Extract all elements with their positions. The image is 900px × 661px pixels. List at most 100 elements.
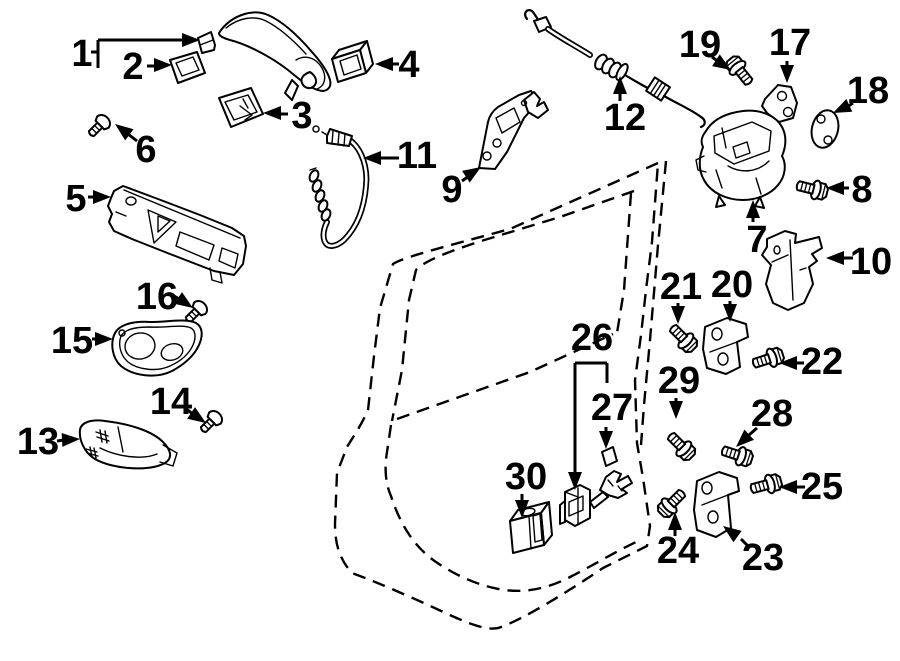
callout-19: 19 <box>679 24 731 70</box>
callout-12: 12 <box>604 76 646 139</box>
arrowhead-icon <box>115 124 134 141</box>
callout-number-12: 12 <box>604 97 646 139</box>
callout-13: 13 <box>17 421 80 463</box>
arrowhead-icon <box>671 306 685 324</box>
part-lock-bracket <box>761 230 823 311</box>
callout-number-1: 1 <box>71 33 92 75</box>
arrowhead-icon <box>61 432 80 447</box>
part-lock-cable-rear <box>524 9 706 129</box>
part-outside-handle <box>197 11 332 101</box>
door-edge-seam <box>639 160 668 446</box>
callout-24: 24 <box>657 512 699 572</box>
part-wire-junction-box <box>509 501 553 554</box>
arrowhead-icon <box>779 480 797 494</box>
arrowhead-icon <box>746 200 760 218</box>
part-check-wedge <box>601 446 618 467</box>
arrowhead-icon <box>736 429 754 447</box>
callout-number-7: 7 <box>746 219 767 261</box>
callout-4: 4 <box>375 44 420 86</box>
callout-number-18: 18 <box>847 70 889 112</box>
arrowhead-icon <box>780 65 794 83</box>
arrowhead-icon <box>779 356 797 370</box>
door-inner-panel-edge <box>384 424 637 593</box>
callout-number-21: 21 <box>660 266 702 308</box>
part-bolt-22 <box>749 344 787 374</box>
leader-line <box>739 537 750 548</box>
window-frame-inner <box>390 189 635 422</box>
part-handle-carrier <box>107 185 247 284</box>
callout-number-16: 16 <box>136 276 178 318</box>
arrowhead-icon <box>723 304 737 322</box>
callout-10: 10 <box>826 241 892 283</box>
part-striker-shim <box>810 109 840 149</box>
callout-number-14: 14 <box>150 381 192 423</box>
callout-3: 3 <box>263 95 313 137</box>
callout-number-10: 10 <box>850 241 892 283</box>
callout-number-20: 20 <box>711 264 753 306</box>
part-door-lock <box>695 109 787 209</box>
leader-line <box>127 132 138 143</box>
callout-28: 28 <box>736 393 793 447</box>
arrowhead-icon <box>712 54 731 70</box>
part-lower-hinge-bracket <box>693 471 740 538</box>
callout-number-28: 28 <box>751 393 793 435</box>
arrowhead-icon <box>515 500 529 518</box>
callout-26: 26 <box>568 317 613 490</box>
arrowhead-icon <box>93 190 111 204</box>
callout-number-30: 30 <box>505 456 547 498</box>
callout-number-2: 2 <box>122 46 143 88</box>
callout-5: 5 <box>65 178 111 220</box>
callout-number-15: 15 <box>51 320 93 362</box>
arrowhead-icon <box>95 332 113 346</box>
arrowhead-icon <box>833 99 853 113</box>
callout-number-11: 11 <box>397 135 437 177</box>
callout-number-23: 23 <box>742 537 784 579</box>
part-screw-14 <box>195 407 226 438</box>
callout-number-8: 8 <box>851 169 872 211</box>
callout-number-5: 5 <box>65 178 86 220</box>
callout-25: 25 <box>779 466 843 508</box>
callout-number-17: 17 <box>769 22 811 64</box>
callout-number-27: 27 <box>591 387 633 429</box>
callout-number-19: 19 <box>679 24 721 66</box>
callout-number-4: 4 <box>398 44 419 86</box>
callout-11: 11 <box>363 135 437 177</box>
arrowhead-icon <box>363 151 381 165</box>
part-screw-6 <box>83 111 114 142</box>
arrowhead-icon <box>826 181 844 195</box>
callout-number-6: 6 <box>135 129 156 171</box>
callout-number-26: 26 <box>571 317 613 359</box>
part-bolt-25 <box>747 470 785 500</box>
part-upper-hinge-bracket <box>702 317 749 375</box>
callout-18: 18 <box>833 70 889 113</box>
callout-7: 7 <box>746 200 768 261</box>
callout-21: 21 <box>660 266 702 324</box>
callout-6: 6 <box>115 124 157 171</box>
callout-15: 15 <box>51 320 113 362</box>
arrowhead-icon <box>462 167 481 183</box>
arrowhead-icon <box>599 431 613 449</box>
part-inside-handle-bezel <box>111 319 203 377</box>
callout-30: 30 <box>505 456 547 518</box>
arrowhead-icon <box>723 526 742 543</box>
part-bolt-8 <box>793 175 831 203</box>
callout-1: 1 <box>71 33 200 75</box>
arrowhead-icon <box>613 76 627 94</box>
window-frame-right <box>615 192 633 334</box>
callout-16: 16 <box>136 276 193 318</box>
part-handle-gasket <box>169 51 206 84</box>
callout-14: 14 <box>150 381 206 423</box>
arrowhead-icon <box>568 472 582 490</box>
callout-17: 17 <box>769 22 811 83</box>
door-outer-edge <box>333 161 660 630</box>
arrowhead-icon <box>669 401 683 419</box>
arrowhead-icon <box>154 58 172 72</box>
callout-27: 27 <box>591 387 633 449</box>
part-striker-plate <box>761 84 798 123</box>
callout-number-13: 13 <box>17 421 59 463</box>
part-bolt-24 <box>653 484 691 522</box>
callout-9: 9 <box>441 167 481 211</box>
